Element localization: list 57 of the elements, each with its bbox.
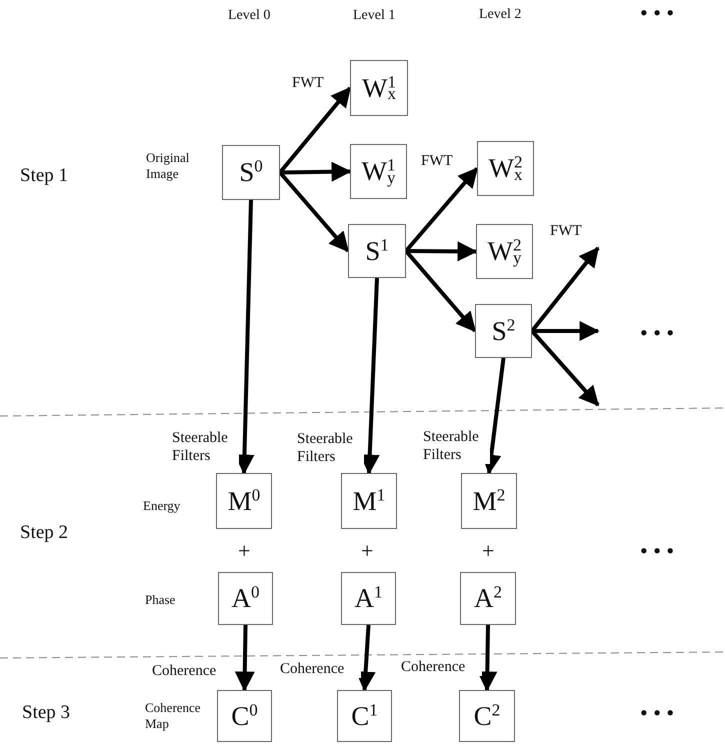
arrow: [280, 162, 352, 182]
arrow: [234, 624, 255, 692]
box-symbol: S$^{1}$: [365, 238, 389, 264]
arrow: [356, 624, 376, 692]
node-caption: Energy: [143, 498, 182, 514]
process-box: [460, 572, 516, 625]
process-box: [459, 690, 515, 742]
text-label: +: [482, 538, 494, 564]
box-symbol: M$^{1}$: [352, 488, 386, 514]
text-label: +: [238, 538, 250, 564]
node-caption: Phase: [145, 592, 176, 608]
box-symbol: S$^{2}$: [492, 318, 516, 344]
process-box: [222, 145, 280, 200]
arrow: [278, 171, 350, 252]
process-box: [477, 141, 534, 196]
process-box: [476, 224, 533, 279]
text-label: +: [361, 538, 374, 564]
box-symbol: C$^{1}$: [351, 702, 378, 730]
process-box: [341, 473, 397, 529]
text-label: Step 1: [20, 165, 68, 187]
process-box: [348, 224, 406, 278]
process-box: [475, 304, 532, 358]
process-box: [216, 473, 272, 529]
box-symbol: C$^{2}$: [474, 702, 500, 730]
node-caption: Coherence Map: [145, 700, 202, 732]
process-box: [218, 572, 273, 625]
box-symbol: C$^{0}$: [231, 702, 258, 730]
box-symbol: M$^{0}$: [228, 488, 260, 514]
box-symbol: S$^{0}$: [239, 159, 263, 186]
arrow: [477, 624, 498, 692]
edge-label: Coherence: [400, 658, 482, 676]
text-label: Level 1: [353, 8, 396, 24]
edge-label: Coherence: [279, 660, 361, 678]
text-label: Level 2: [479, 7, 522, 23]
text-label: • • •: [640, 538, 674, 564]
text-label: Level 0: [228, 8, 270, 24]
text-label: • • •: [640, 320, 674, 346]
process-box: [341, 572, 396, 625]
arrow: [406, 241, 478, 262]
edge-label: Steerable Filters: [171, 429, 239, 465]
box-symbol: A$^{0}$: [232, 585, 260, 612]
process-box: [337, 690, 392, 742]
text-label: • • •: [640, 0, 674, 26]
edge-label: Steerable Filters: [422, 428, 490, 464]
box-symbol: A$^{2}$: [474, 585, 502, 612]
process-box: [350, 144, 407, 199]
box-symbol: M$^{2}$: [472, 488, 506, 514]
node-caption: Original Image: [146, 150, 190, 182]
process-box: [350, 60, 408, 116]
process-box: [461, 473, 517, 529]
text-label: Step 2: [20, 522, 68, 544]
text-label: • • •: [640, 700, 674, 726]
arrow: [532, 321, 600, 341]
edge-label: Steerable Filters: [296, 430, 364, 466]
process-box: [217, 690, 272, 742]
box-symbol: A$^{1}$: [354, 585, 382, 612]
text-label: Step 3: [22, 702, 70, 724]
